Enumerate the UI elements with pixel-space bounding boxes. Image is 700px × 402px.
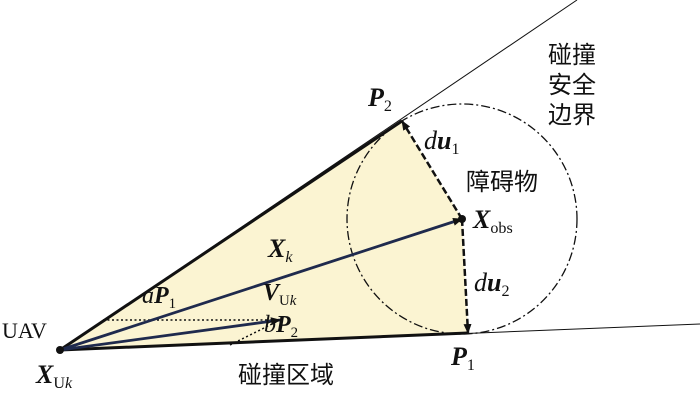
xk-vector: [59, 217, 463, 352]
du1-vector: [400, 120, 464, 220]
label-p2: P2: [368, 83, 392, 116]
label-safety-boundary-line-3: 边界: [548, 101, 596, 129]
cone-edge-lower: [59, 331, 469, 352]
label-x-uk: XUk: [36, 360, 73, 393]
label-v-uk: VUk: [263, 280, 297, 309]
cone-edge-upper: [59, 119, 403, 352]
label-safety-boundary: 碰撞 安全 边界: [548, 40, 596, 130]
label-b-p2: bP2: [264, 312, 299, 341]
label-collision-region: 碰撞区域: [238, 361, 334, 389]
label-du1: du1: [424, 126, 460, 159]
label-safety-boundary-line-2: 安全: [548, 71, 596, 99]
label-xk: Xk: [268, 234, 293, 267]
obstacle-safety-circle: [346, 103, 578, 335]
label-safety-boundary-line-1: 碰撞: [548, 41, 596, 69]
label-x-obs: Xobs: [473, 205, 513, 238]
obstacle-center-point: [458, 215, 466, 223]
label-a-p1: aP1: [142, 283, 177, 312]
uav-point: [56, 346, 64, 354]
label-p1: P1: [451, 342, 475, 375]
label-obstacle: 障碍物: [466, 168, 538, 196]
label-du2: du2: [474, 268, 510, 301]
du2-vector: [460, 218, 472, 334]
collision-region-shading: [60, 121, 468, 350]
label-uav: UAV: [2, 318, 47, 343]
velocity-vector: [59, 317, 281, 352]
